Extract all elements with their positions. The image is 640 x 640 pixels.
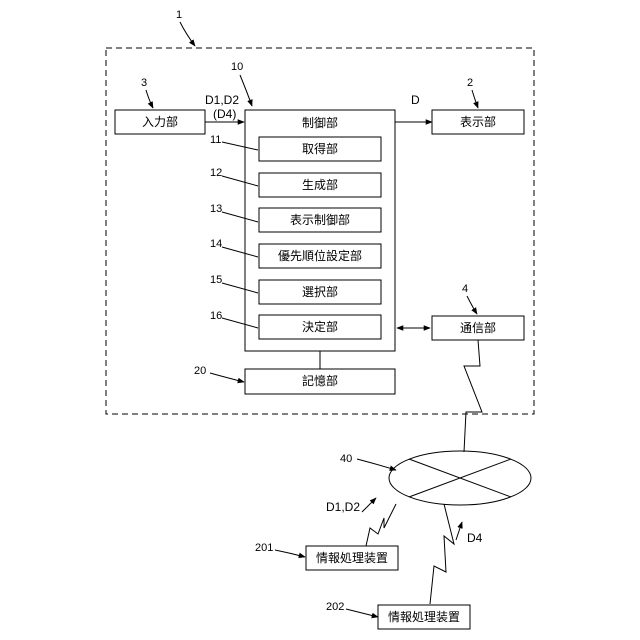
comm-unit-label: 通信部 xyxy=(460,320,496,335)
ref-storage: 20 xyxy=(194,365,206,377)
ref-control-leader xyxy=(240,75,252,106)
generate-unit-label: 生成部 xyxy=(302,177,338,192)
ref-priority-setting: 14 xyxy=(210,238,222,250)
ref-decide: 16 xyxy=(210,310,222,322)
priority-setting-unit-label: 優先順位設定部 xyxy=(278,248,362,263)
ref-display-leader xyxy=(472,90,478,108)
ref-display: 2 xyxy=(467,77,473,89)
ref-comm-leader xyxy=(467,296,477,314)
ref-network-leader xyxy=(357,459,396,470)
ref-system: 1 xyxy=(176,9,182,21)
ref-generate: 12 xyxy=(210,167,222,179)
ref-control: 10 xyxy=(231,61,243,73)
ref-device-202: 202 xyxy=(326,601,344,613)
ref-select: 15 xyxy=(210,274,222,286)
ref-device-201-leader xyxy=(275,550,305,557)
ref-network: 40 xyxy=(340,453,352,465)
storage-unit-label: 記憶部 xyxy=(302,373,338,388)
signal-net-d1d2: D1,D2 xyxy=(326,500,360,514)
signal-display-d: D xyxy=(411,93,420,107)
display-unit-label: 表示部 xyxy=(460,114,496,129)
acquire-unit-label: 取得部 xyxy=(302,141,338,156)
ref-storage-leader xyxy=(210,373,244,382)
arrow-net-d1d2 xyxy=(362,498,376,512)
link-device2-network xyxy=(430,504,454,604)
control-unit-label: 制御部 xyxy=(302,115,338,130)
arrow-net-d4 xyxy=(456,522,462,540)
ref-device-201: 201 xyxy=(255,542,273,554)
link-device1-network xyxy=(366,504,396,546)
device-202-label: 情報処理装置 xyxy=(388,610,460,624)
link-comm-network xyxy=(464,340,482,452)
ref-system-leader xyxy=(180,22,195,46)
ref-input-leader xyxy=(146,90,153,108)
signal-input-d4: (D4) xyxy=(213,107,236,121)
ref-input: 3 xyxy=(141,77,147,89)
signal-input-d1d2: D1,D2 xyxy=(205,93,239,107)
ref-device-202-leader xyxy=(346,609,378,617)
ref-display-control: 13 xyxy=(210,203,222,215)
signal-net-d4: D4 xyxy=(467,531,483,545)
input-unit-label: 入力部 xyxy=(142,114,178,129)
decide-unit-label: 決定部 xyxy=(302,319,338,334)
device-201-label: 情報処理装置 xyxy=(316,551,388,565)
ref-acquire: 11 xyxy=(210,134,221,146)
select-unit-label: 選択部 xyxy=(302,284,338,299)
display-control-unit-label: 表示制御部 xyxy=(290,212,350,227)
ref-comm: 4 xyxy=(462,283,468,295)
